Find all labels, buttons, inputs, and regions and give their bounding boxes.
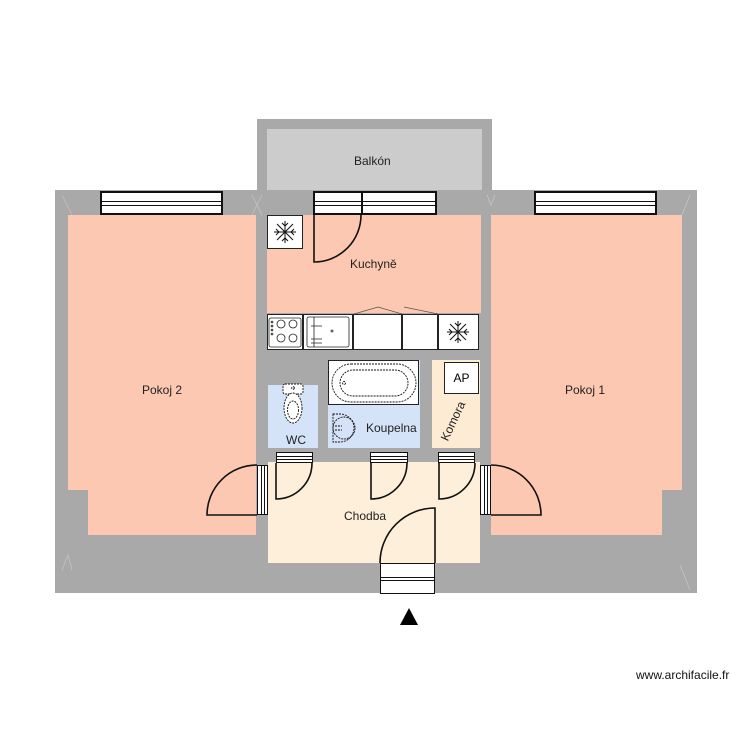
- window-divider: [361, 191, 363, 215]
- watermark[interactable]: www.archifacile.fr: [636, 668, 730, 682]
- door-frame-komora: [438, 452, 475, 463]
- door-swing-entrance: [379, 507, 436, 564]
- room-pokoj2: [68, 215, 256, 490]
- room-pokoj1-lower: [491, 489, 662, 535]
- door-frame-pokoj2: [257, 465, 268, 515]
- door-frame-wc: [276, 452, 313, 463]
- ap-label: AP: [453, 371, 470, 385]
- fixture-counter-1: [353, 314, 402, 350]
- wall-joint-marks: [61, 194, 691, 591]
- room-label-koupelna: Koupelna: [366, 421, 417, 435]
- washbasin-icon: [332, 413, 356, 443]
- toilet-icon: [282, 383, 304, 424]
- bathtub-icon: [331, 363, 417, 403]
- window-balcony-door: [313, 191, 437, 215]
- window-pokoj1: [534, 191, 657, 215]
- fixture-sink: [303, 314, 353, 350]
- cooktop-icon: [268, 317, 302, 348]
- room-label-chodba: Chodba: [344, 509, 387, 523]
- room-label-balkon: Balkón: [354, 154, 391, 168]
- fixture-bathtub: [328, 360, 419, 405]
- window-pokoj2: [100, 191, 223, 215]
- door-swing-pokoj1: [490, 464, 542, 516]
- door-frame-entrance: [380, 563, 435, 594]
- snowflake-icon: [274, 221, 469, 343]
- fixture-fridge-counter: [438, 314, 479, 350]
- fixture-ap: AP: [444, 362, 479, 394]
- door-swing-komora: [438, 462, 476, 500]
- range-hood-lines: [353, 306, 439, 315]
- room-pokoj1: [491, 215, 682, 490]
- door-swing-balcony: [313, 214, 362, 263]
- room-label-kuchyne: Kuchyně: [350, 257, 397, 271]
- door-frame-pokoj1: [480, 465, 491, 515]
- door-frame-koupelna: [370, 452, 408, 463]
- room-label-pokoj1: Pokoj 1: [565, 383, 606, 397]
- entrance-arrow-icon: [400, 608, 418, 625]
- room-label-pokoj2: Pokoj 2: [142, 383, 183, 397]
- room-balkon: [267, 129, 482, 190]
- fixture-stove: [267, 314, 303, 350]
- sink-icon: [306, 316, 350, 348]
- room-pokoj2-lower: [88, 489, 256, 535]
- room-chodba: [268, 462, 480, 563]
- fixture-counter-2: [402, 314, 438, 350]
- door-swing-wc: [275, 462, 313, 500]
- door-swing-pokoj2: [206, 464, 258, 516]
- room-label-wc: WC: [286, 433, 306, 447]
- door-swing-koupelna: [370, 462, 408, 500]
